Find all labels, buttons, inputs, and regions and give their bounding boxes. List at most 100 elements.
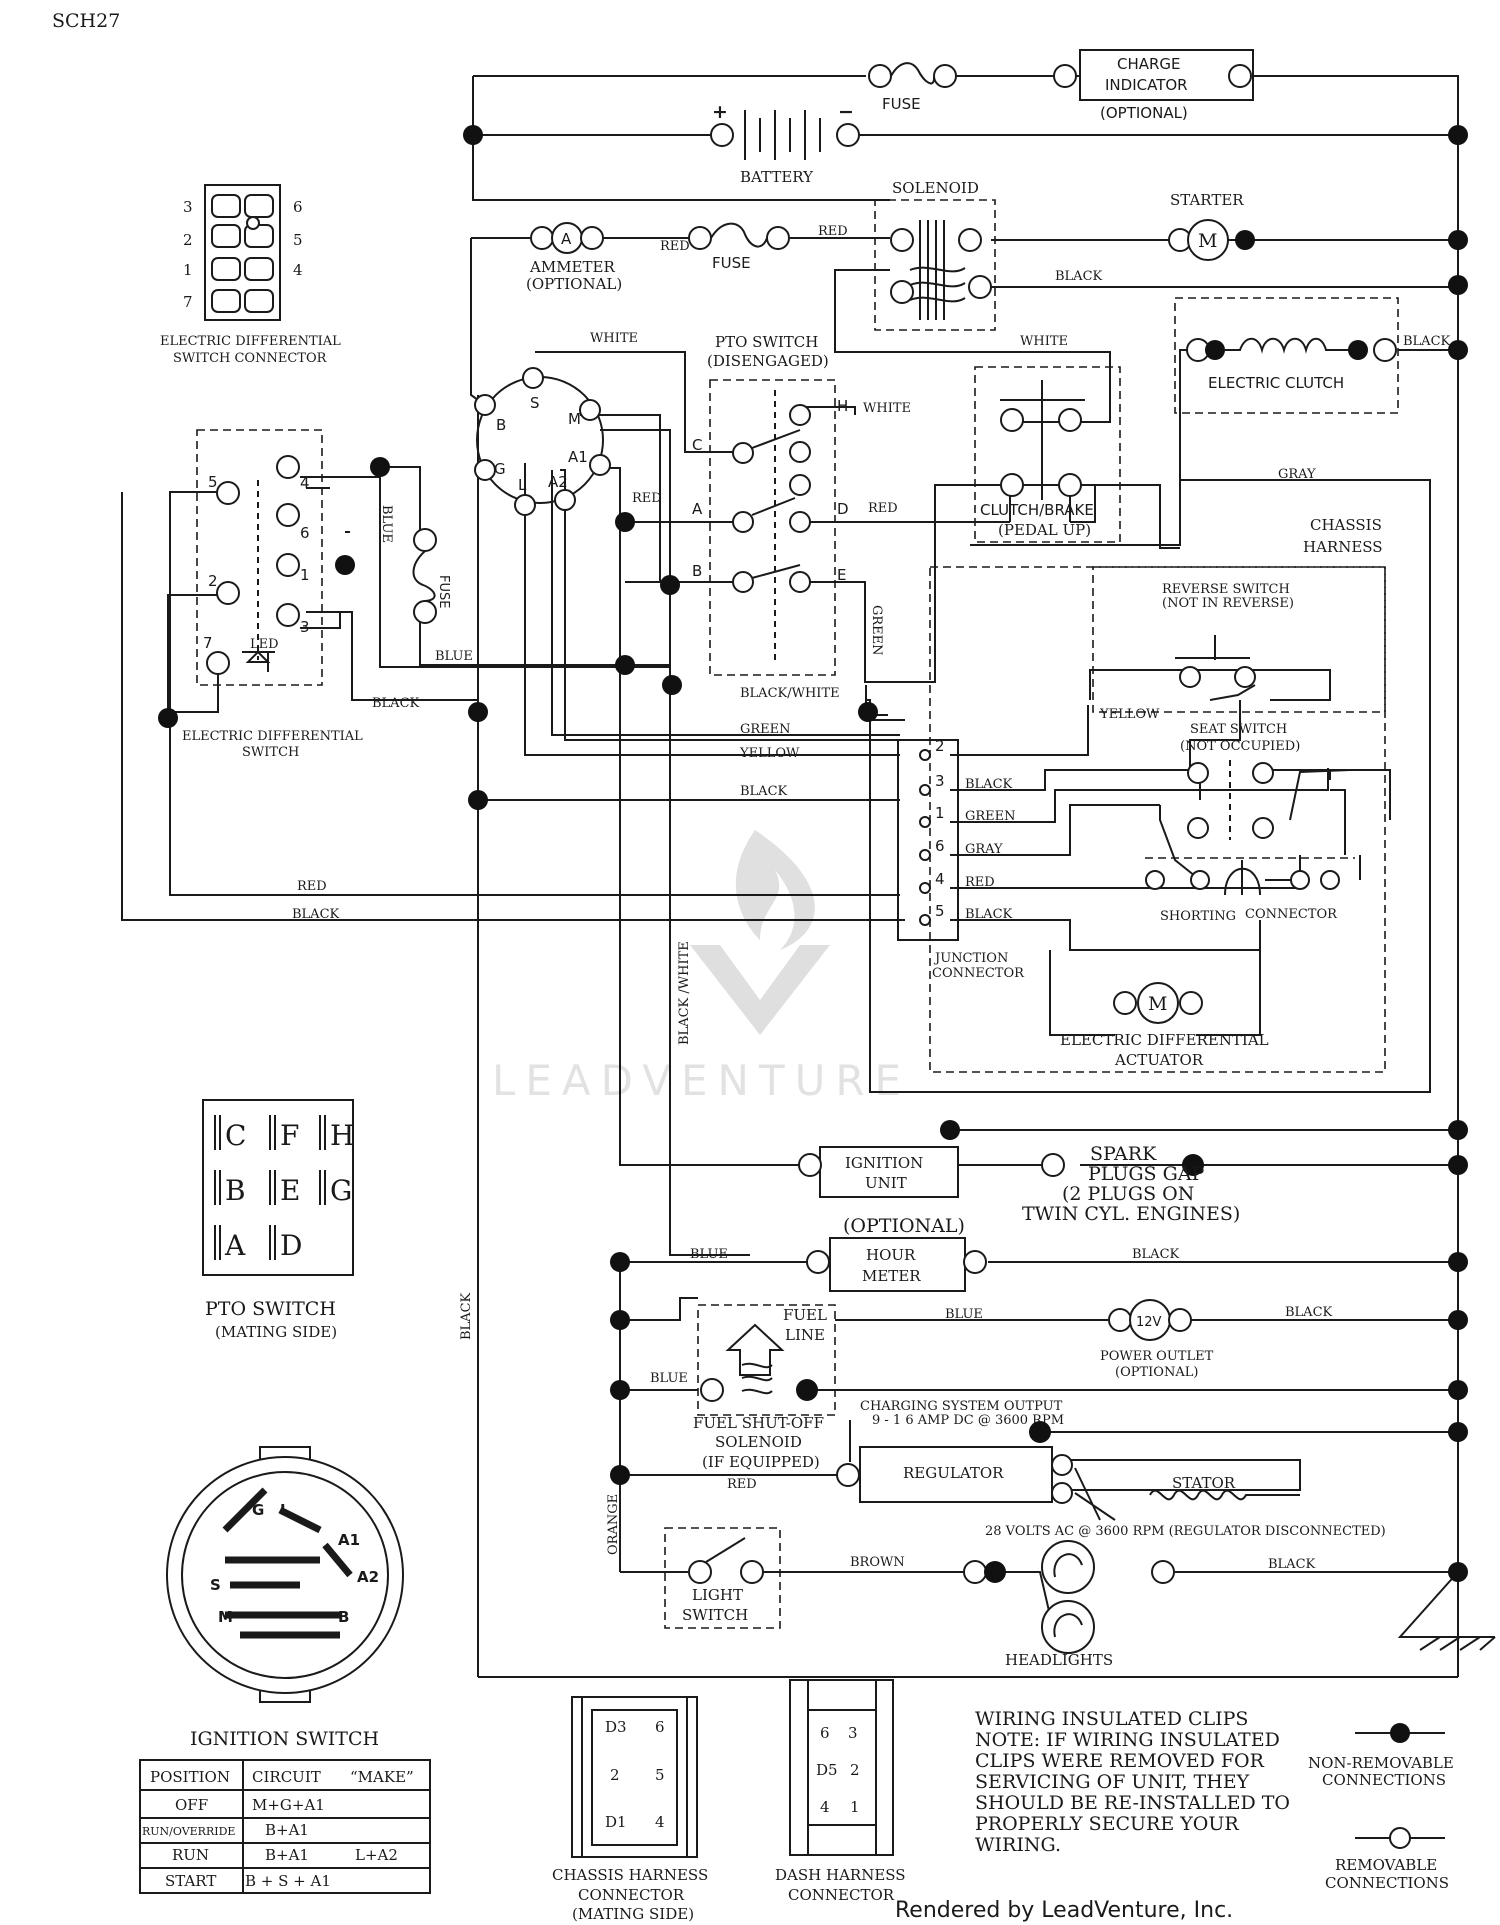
svg-text:BLACK: BLACK	[459, 1292, 474, 1340]
svg-text:YELLOW: YELLOW	[739, 746, 800, 761]
junction-wire-label: BLACK	[965, 777, 1013, 792]
svg-text:B: B	[338, 1608, 349, 1626]
svg-text:IGNITION: IGNITION	[845, 1154, 923, 1172]
svg-text:PTO SWITCH: PTO SWITCH	[715, 333, 818, 351]
junction-pin-number: 4	[935, 870, 945, 888]
svg-text:L: L	[518, 476, 527, 494]
svg-text:28 VOLTS AC @ 3600 RPM (REGULA: 28 VOLTS AC @ 3600 RPM (REGULATOR DISCON…	[985, 1524, 1386, 1539]
fuse-ed: FUSE	[412, 528, 451, 624]
svg-text:JUNCTION: JUNCTION	[933, 951, 1008, 966]
svg-text:TWIN CYL. ENGINES): TWIN CYL. ENGINES)	[1022, 1203, 1240, 1225]
junction-pin	[919, 849, 931, 861]
svg-text:D3: D3	[605, 1718, 627, 1736]
svg-text:CHARGING SYSTEM OUTPUT: CHARGING SYSTEM OUTPUT	[860, 1399, 1063, 1414]
svg-text:BLACK: BLACK	[1132, 1247, 1180, 1262]
headlights: HEADLIGHTS	[963, 1540, 1175, 1669]
svg-text:(OPTIONAL): (OPTIONAL)	[843, 1215, 965, 1237]
svg-text:REMOVABLE: REMOVABLE	[1335, 1856, 1437, 1874]
ed-switch: 5 4 6 1 2 3 7 LED ELECTRIC DIFFERENTIAL …	[182, 429, 363, 760]
ignition-unit: IGNITION UNIT SPARK PLUGS GAP (2 PLUGS O…	[798, 1143, 1240, 1225]
svg-text:FUEL: FUEL	[783, 1306, 827, 1324]
svg-text:+: +	[712, 101, 728, 123]
svg-text:M: M	[568, 410, 581, 428]
svg-text:(OPTIONAL): (OPTIONAL)	[526, 275, 622, 293]
ed-actuator: M ELECTRIC DIFFERENTIAL ACTUATOR	[1060, 982, 1269, 1069]
svg-text:ELECTRIC DIFFERENTIAL: ELECTRIC DIFFERENTIAL	[182, 729, 363, 744]
svg-text:BLACK /WHITE: BLACK /WHITE	[677, 941, 692, 1045]
svg-text:DASH HARNESS: DASH HARNESS	[775, 1866, 906, 1884]
svg-text:ACTUATOR: ACTUATOR	[1114, 1051, 1204, 1069]
svg-text:LIGHT: LIGHT	[692, 1586, 743, 1604]
svg-text:OFF: OFF	[175, 1796, 208, 1814]
junction-pin	[919, 784, 931, 796]
svg-text:CHARGE: CHARGE	[1117, 55, 1181, 73]
svg-text:1: 1	[850, 1798, 860, 1816]
svg-text:BATTERY: BATTERY	[740, 168, 814, 186]
svg-text:(NOT OCCUPIED): (NOT OCCUPIED)	[1180, 739, 1300, 754]
svg-text:(OPTIONAL): (OPTIONAL)	[1115, 1365, 1198, 1380]
svg-text:D1: D1	[605, 1813, 627, 1831]
svg-text:2: 2	[183, 231, 193, 249]
svg-text:6: 6	[820, 1724, 830, 1742]
svg-text:BLACK: BLACK	[740, 784, 788, 799]
svg-text:(PEDAL UP): (PEDAL UP)	[998, 521, 1091, 539]
svg-text:H: H	[837, 397, 848, 415]
svg-text:INDICATOR: INDICATOR	[1105, 76, 1188, 94]
svg-text:WHITE: WHITE	[590, 331, 638, 346]
svg-text:M: M	[1198, 230, 1217, 252]
svg-text:STARTER: STARTER	[1170, 191, 1244, 209]
watermark: LEADVENTURE	[492, 830, 901, 1105]
svg-text:2: 2	[208, 572, 218, 590]
chassis-harness-connector: D3 6 2 5 D1 4 CHASSIS HARNESS CONNECTOR …	[552, 1696, 708, 1923]
svg-text:B+A1: B+A1	[265, 1846, 309, 1864]
svg-text:9 - 1 6 AMP DC @ 3600 RPM: 9 - 1 6 AMP DC @ 3600 RPM	[872, 1413, 1064, 1428]
pto-grid-bracket	[269, 1115, 276, 1150]
svg-text:ELECTRIC DIFFERENTIAL: ELECTRIC DIFFERENTIAL	[1060, 1031, 1269, 1049]
pto-grid-letter: G	[330, 1174, 352, 1207]
doc-id: SCH27	[52, 10, 120, 32]
svg-text:LED: LED	[250, 637, 279, 652]
svg-text:SOLENOID: SOLENOID	[892, 179, 979, 197]
svg-text:CIRCUIT: CIRCUIT	[252, 1768, 321, 1786]
svg-text:“MAKE”: “MAKE”	[350, 1768, 414, 1786]
svg-text:BLACK: BLACK	[1055, 269, 1103, 284]
svg-text:S: S	[210, 1576, 221, 1594]
svg-text:C: C	[692, 436, 702, 454]
svg-text:PROPERLY SECURE YOUR: PROPERLY SECURE YOUR	[975, 1813, 1239, 1835]
junction-wire-label: BLACK	[965, 907, 1013, 922]
svg-text:START: START	[165, 1872, 216, 1890]
svg-text:3: 3	[848, 1724, 858, 1742]
svg-text:4: 4	[655, 1813, 665, 1831]
svg-text:BLACK: BLACK	[1268, 1557, 1316, 1572]
svg-text:7: 7	[183, 293, 193, 311]
ed-switch-connector: 3 6 2 5 1 4 7 ELECTRIC DIFFERENTIAL SWIT…	[160, 184, 341, 366]
svg-text:BLACK: BLACK	[292, 907, 340, 922]
svg-text:A1: A1	[568, 448, 588, 466]
light-switch: LIGHT SWITCH	[664, 1527, 781, 1629]
svg-text:6: 6	[655, 1718, 665, 1736]
svg-text:RED: RED	[868, 501, 898, 516]
svg-text:AMMETER: AMMETER	[529, 258, 615, 276]
pto-grid-bracket	[319, 1115, 326, 1150]
svg-text:S: S	[530, 394, 540, 412]
svg-text:FUSE: FUSE	[882, 95, 921, 113]
svg-text:(MATING SIDE): (MATING SIDE)	[215, 1323, 337, 1341]
svg-text:BLACK: BLACK	[1403, 334, 1451, 349]
svg-text:M+G+A1: M+G+A1	[252, 1796, 325, 1814]
svg-text:SERVICING OF UNIT, THEY: SERVICING OF UNIT, THEY	[975, 1771, 1250, 1793]
svg-text:1: 1	[300, 566, 310, 584]
svg-text:CLIPS WERE REMOVED FOR: CLIPS WERE REMOVED FOR	[975, 1750, 1265, 1772]
pto-grid-letter: C	[225, 1119, 246, 1152]
fuse-ammeter: FUSE	[688, 222, 790, 272]
electric-clutch: ELECTRIC CLUTCH	[1174, 297, 1399, 414]
svg-text:B+A1: B+A1	[265, 1821, 309, 1839]
svg-text:6: 6	[300, 524, 310, 542]
battery: + − BATTERY	[710, 101, 860, 186]
pto-grid-letter: E	[280, 1174, 300, 1207]
svg-text:L: L	[280, 1501, 290, 1519]
junction-wire-label: RED	[965, 875, 995, 890]
svg-text:RED: RED	[297, 879, 327, 894]
svg-text:HARNESS: HARNESS	[1303, 538, 1383, 556]
